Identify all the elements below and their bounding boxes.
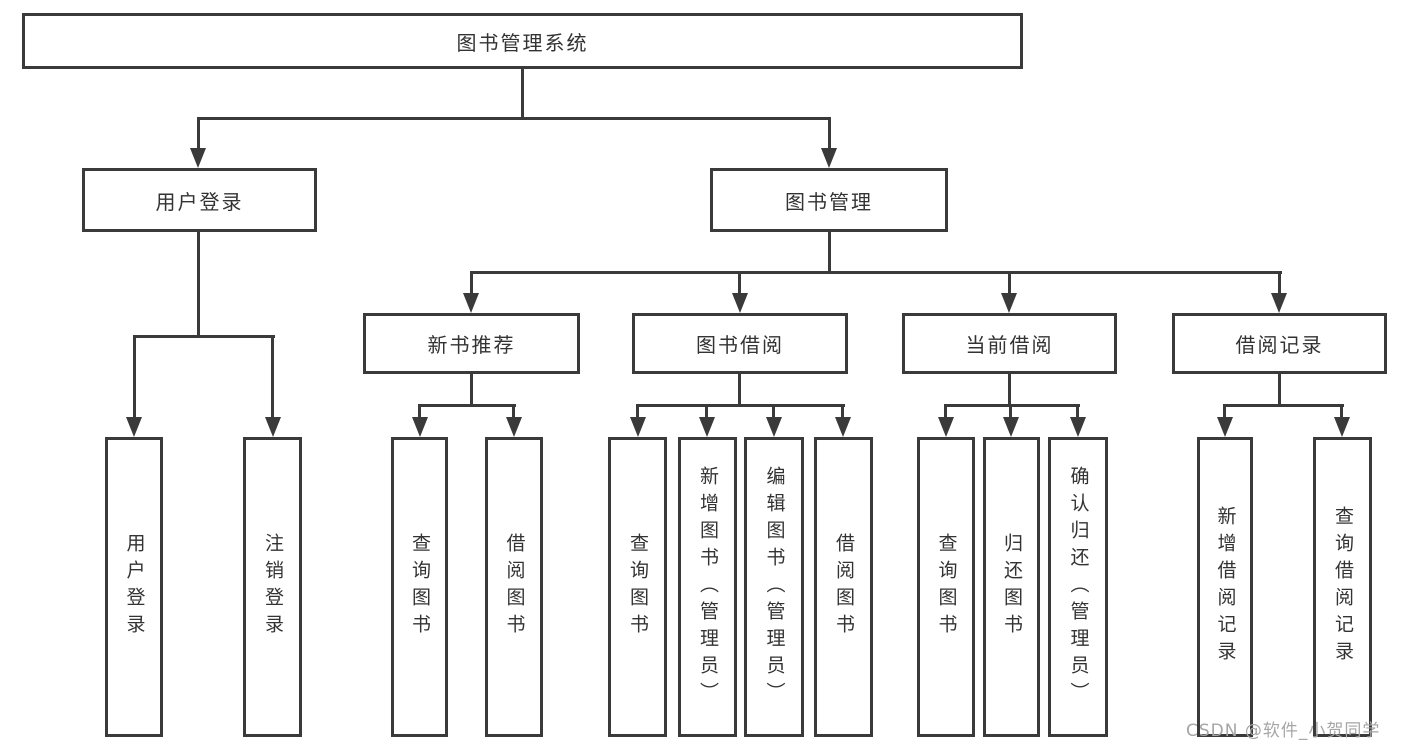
arrowhead-icon <box>506 417 522 437</box>
arrowhead-icon <box>1003 417 1019 437</box>
node-add-books-admin: 新增图书（管理员） <box>678 437 737 737</box>
drop-line <box>512 404 515 419</box>
node-book-management: 图书管理 <box>710 168 948 232</box>
node-user-login: 用户登录 <box>82 168 317 232</box>
node-label: 借阅图书 <box>503 533 526 641</box>
node-label: 新增图书（管理员） <box>697 465 719 709</box>
node-label: 确认归还（管理员） <box>1067 465 1090 709</box>
node-book-borrowing: 图书借阅 <box>632 313 848 374</box>
drop-line <box>1076 404 1079 419</box>
root-trunk-line <box>521 69 524 118</box>
drop-line <box>944 404 947 419</box>
user-login-trunk-line <box>197 232 200 337</box>
arrowhead-icon <box>190 148 206 168</box>
node-borrow-books: 借阅图书 <box>814 437 873 737</box>
node-confirm-return-admin: 确认归还（管理员） <box>1048 437 1108 737</box>
new-book-recommend-trunk-line <box>470 374 473 406</box>
node-borrow-books-recommend: 借阅图书 <box>485 437 543 737</box>
arrowhead-icon <box>412 417 428 437</box>
node-label: 图书管理系统 <box>456 30 589 55</box>
drop-line <box>1223 404 1226 419</box>
arrowhead-icon <box>732 293 748 313</box>
drop-line <box>772 404 775 419</box>
node-label: 归还图书 <box>1001 533 1023 641</box>
node-return-books: 归还图书 <box>983 437 1040 737</box>
drop-line <box>841 404 844 419</box>
node-label: 查询图书 <box>935 533 958 641</box>
node-label: 用户登录 <box>123 533 146 641</box>
node-label: 图书借阅 <box>696 333 784 357</box>
current-borrowing-branch-line <box>944 404 1080 407</box>
csdn-watermark: CSDN @软件_小贺同学 <box>1186 721 1381 741</box>
arrowhead-icon <box>126 417 142 437</box>
drop-line-login <box>133 335 136 419</box>
new-book-recommend-branch-line <box>419 404 516 407</box>
arrowhead-icon <box>1070 417 1086 437</box>
node-current-borrowing: 当前借阅 <box>902 313 1117 374</box>
node-query-borrow-record: 查询借阅记录 <box>1313 437 1372 737</box>
arrowhead-icon <box>1334 417 1350 437</box>
arrowhead-icon <box>766 417 782 437</box>
arrowhead-icon <box>463 293 479 313</box>
node-label: 借阅记录 <box>1235 333 1324 357</box>
node-label: 新增借阅记录 <box>1214 506 1237 668</box>
node-user-login-leaf: 用户登录 <box>105 437 163 737</box>
drop-line-book-management <box>828 117 831 152</box>
node-label: 用户登录 <box>155 189 244 214</box>
node-add-borrow-record: 新增借阅记录 <box>1197 437 1253 737</box>
drop-line <box>636 404 639 419</box>
drop-line-book-borrowing <box>738 271 741 297</box>
drop-line-borrowing-records <box>1278 271 1281 297</box>
user-login-branch-line <box>133 335 275 338</box>
drop-line-current-borrowing <box>1008 271 1011 297</box>
node-new-book-recommend: 新书推荐 <box>363 313 580 374</box>
node-logout: 注销登录 <box>243 437 302 737</box>
node-label: 新书推荐 <box>427 333 516 357</box>
book-management-trunk-line <box>828 232 831 273</box>
borrowing-records-branch-line <box>1223 404 1344 407</box>
node-label: 查询图书 <box>627 533 649 641</box>
node-query-books-recommend: 查询图书 <box>391 437 448 737</box>
node-query-books-borrowing: 查询图书 <box>608 437 667 737</box>
level2-branch-line <box>197 117 831 120</box>
node-label: 当前借阅 <box>965 333 1054 357</box>
node-label: 查询图书 <box>409 533 431 641</box>
node-edit-books-admin: 编辑图书（管理员） <box>744 437 804 737</box>
drop-line <box>705 404 708 419</box>
drop-line <box>1009 404 1012 419</box>
borrowing-records-trunk-line <box>1278 374 1281 406</box>
node-label: 查询借阅记录 <box>1332 506 1354 668</box>
node-query-books-current: 查询图书 <box>917 437 975 737</box>
arrowhead-icon <box>938 417 954 437</box>
drop-line-user-login <box>197 117 200 152</box>
book-borrowing-branch-line <box>636 404 845 407</box>
arrowhead-icon <box>1001 293 1017 313</box>
drop-line <box>1340 404 1343 419</box>
arrowhead-icon <box>1217 417 1233 437</box>
drop-line <box>418 404 421 419</box>
drop-line-logout <box>271 335 274 419</box>
book-borrowing-trunk-line <box>738 374 741 406</box>
arrowhead-icon <box>821 148 837 168</box>
arrowhead-icon <box>630 417 646 437</box>
arrowhead-icon <box>1271 293 1287 313</box>
node-library-management-system: 图书管理系统 <box>22 13 1023 69</box>
current-borrowing-trunk-line <box>1008 374 1011 406</box>
node-label: 注销登录 <box>262 533 284 641</box>
arrowhead-icon <box>265 417 281 437</box>
drop-line-new-book-recommend <box>470 271 473 297</box>
node-label: 编辑图书（管理员） <box>763 465 786 709</box>
arrowhead-icon <box>835 417 851 437</box>
node-label: 借阅图书 <box>833 533 855 641</box>
arrowhead-icon <box>699 417 715 437</box>
node-label: 图书管理 <box>785 189 873 214</box>
node-borrowing-records: 借阅记录 <box>1172 313 1387 374</box>
level3-branch-line <box>470 271 1282 274</box>
